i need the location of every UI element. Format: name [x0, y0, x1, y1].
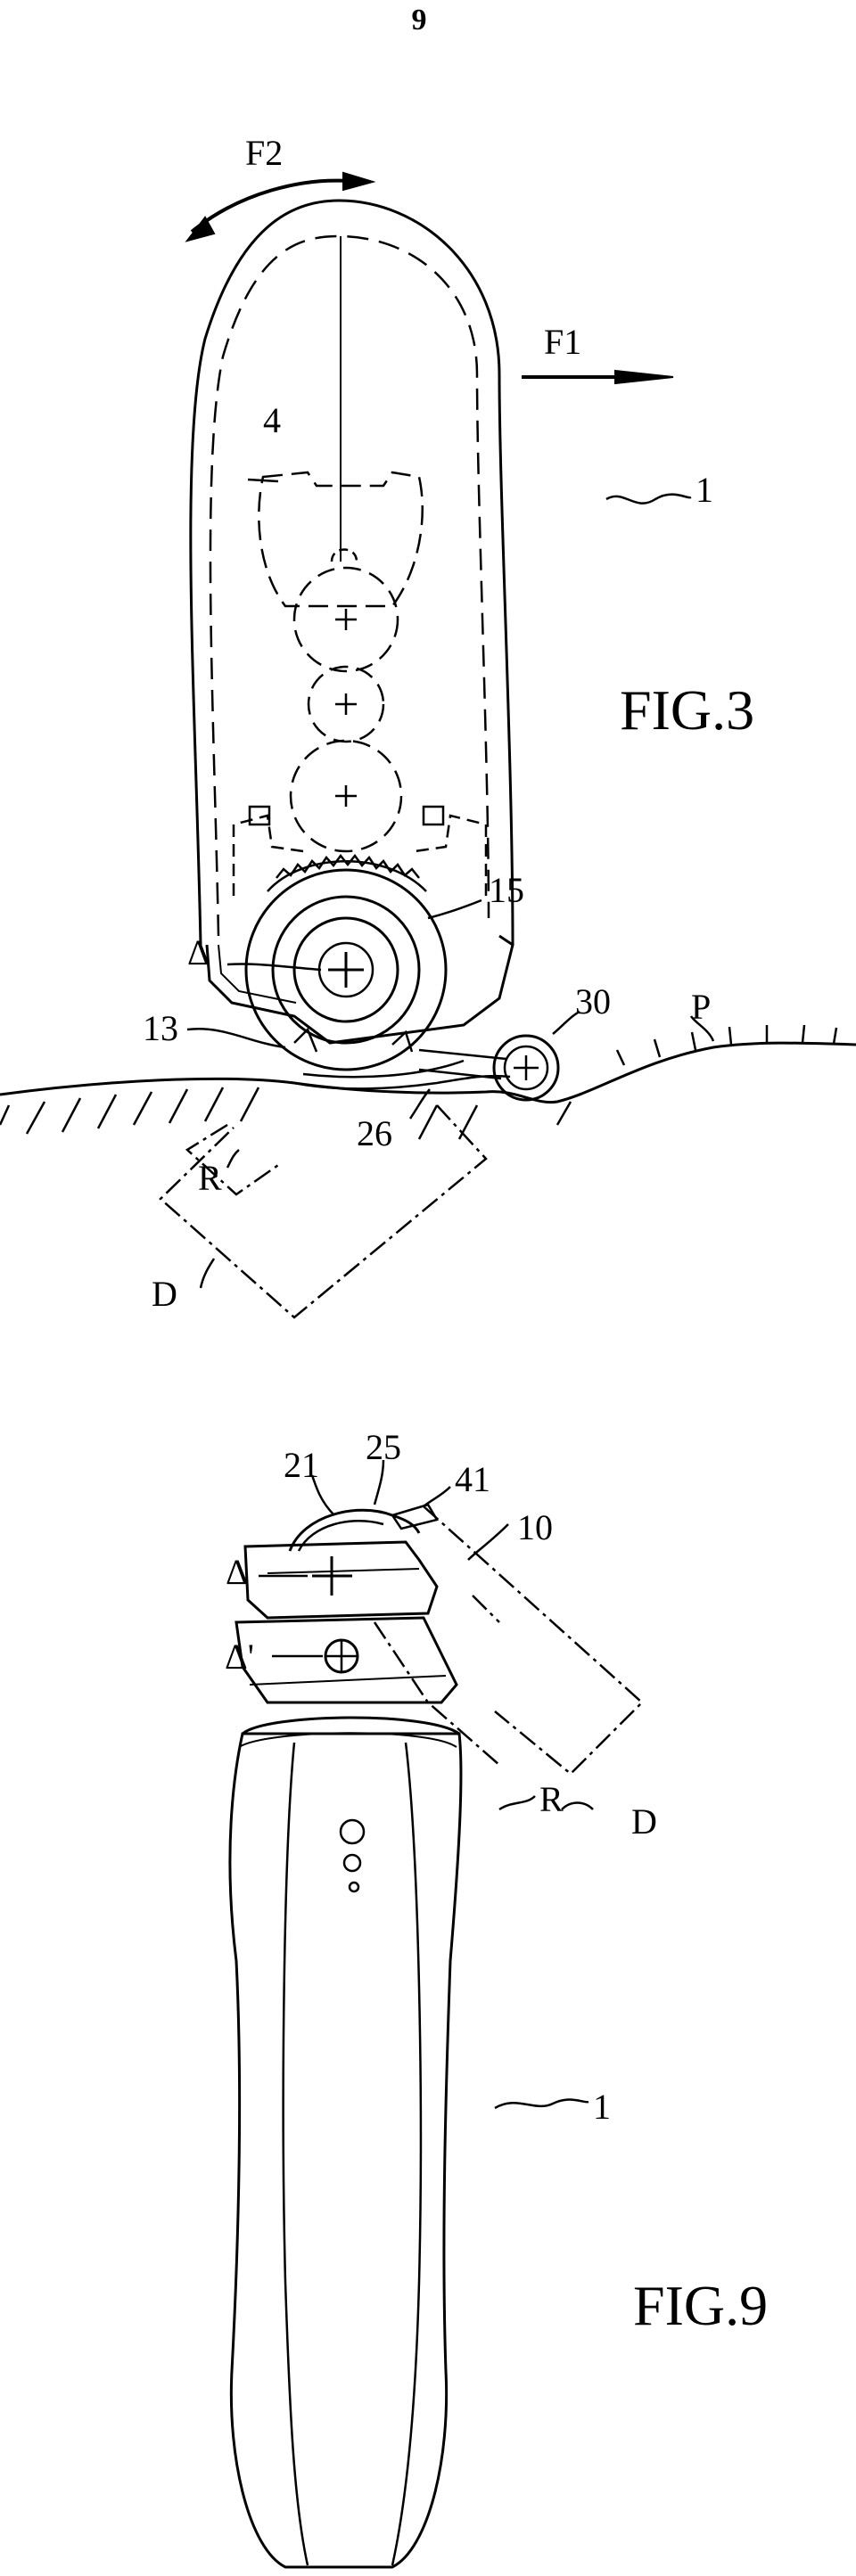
label-ref-4: 4 — [263, 400, 281, 440]
gear-centre-marks — [335, 609, 357, 807]
head-housing — [205, 934, 514, 1045]
label-ref-15: 15 — [489, 870, 524, 910]
label-ref-13: 13 — [143, 1008, 178, 1048]
label-ref-25: 25 — [366, 1427, 401, 1467]
label-ref-1: 1 — [696, 470, 713, 510]
label-f1: F1 — [544, 322, 582, 362]
dimension-D-box — [159, 1104, 488, 1319]
roller-outer — [244, 868, 448, 1071]
label-delta: Δ — [226, 1552, 249, 1592]
figure-3-title: FIG.3 — [620, 678, 755, 742]
label-ref-d: D — [152, 1274, 177, 1314]
roller-gear-teeth — [276, 853, 420, 879]
button-medium — [342, 1853, 362, 1873]
figure-9-title: FIG.9 — [633, 2274, 769, 2337]
motor-block-outline — [258, 471, 424, 608]
label-ref-26: 26 — [357, 1113, 392, 1153]
body-outline — [189, 199, 514, 946]
label-f2: F2 — [245, 133, 284, 173]
button-large — [339, 1818, 366, 1845]
blade-26 — [293, 1074, 511, 1090]
label-ref-p: P — [691, 987, 712, 1027]
leader-lines — [186, 478, 715, 1289]
page-number: 9 — [411, 4, 427, 37]
gear-circle-2 — [307, 665, 385, 743]
leader-lines-fig9 — [259, 1459, 594, 2110]
roller-ring — [271, 895, 421, 1045]
label-ref-r: R — [198, 1158, 222, 1198]
skin-hatching — [615, 1024, 838, 1066]
gear-circle-3 — [289, 739, 403, 853]
label-ref-d: D — [631, 1801, 657, 1842]
label-ref-10: 10 — [517, 1507, 553, 1547]
handle-collar — [242, 1716, 460, 1735]
figure-3-drawing — [0, 171, 856, 1319]
label-ref-30: 30 — [575, 981, 611, 1021]
small-roller-30 — [492, 1034, 560, 1102]
label-ref-r: R — [539, 1779, 564, 1819]
label-ref-21: 21 — [284, 1445, 319, 1485]
head-lower-block — [235, 1616, 458, 1704]
label-ref-1: 1 — [593, 2087, 611, 2127]
label-delta: Δ — [187, 932, 210, 972]
label-ref-41: 41 — [455, 1459, 490, 1499]
skin-surface — [0, 1041, 856, 1104]
button-small — [348, 1881, 360, 1893]
roller-inner — [292, 916, 399, 1023]
figure-9-drawing — [228, 1459, 644, 2569]
head-cap — [288, 1508, 421, 1552]
head-upper-block — [243, 1540, 439, 1620]
dimension-D-box — [423, 1505, 644, 1776]
gear-circle-1 — [292, 566, 399, 673]
inner-dashed-outline — [209, 234, 490, 937]
label-delta-prime: Δ' — [225, 1637, 254, 1677]
handle-body — [228, 1732, 463, 2569]
ground-hatching — [0, 1087, 572, 1140]
dimension-R-box — [185, 1123, 282, 1196]
arrow-f2 — [190, 178, 349, 234]
